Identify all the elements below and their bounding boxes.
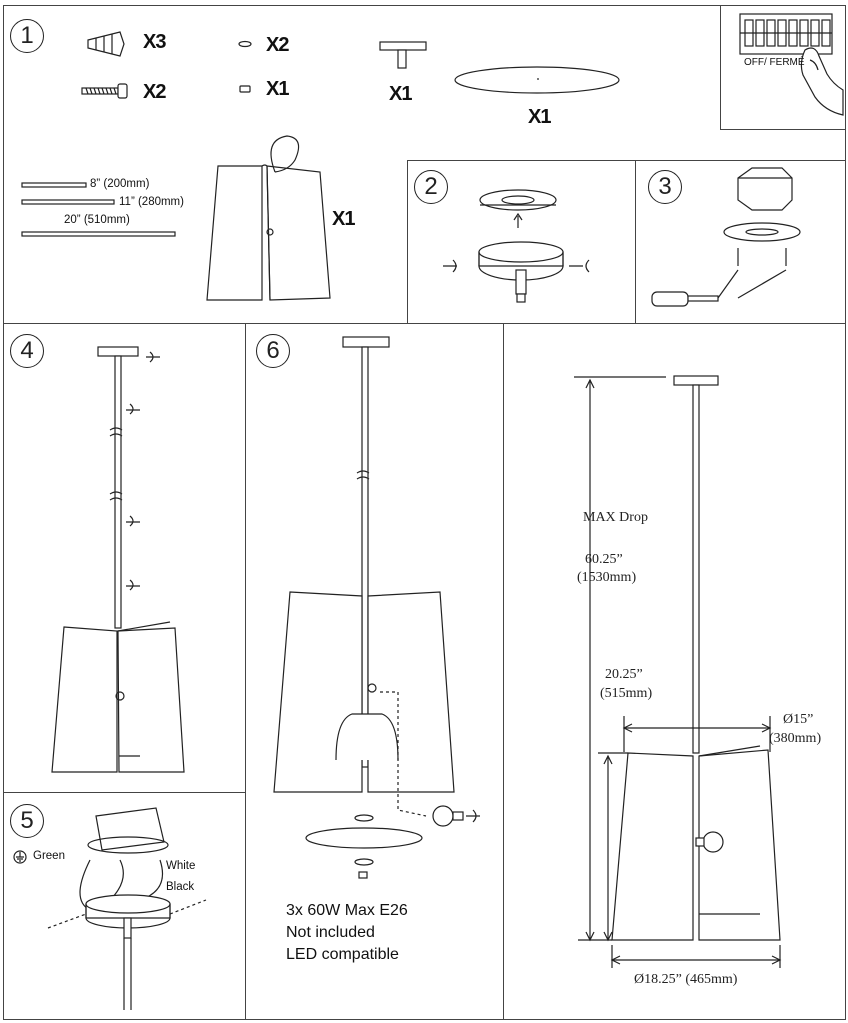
crossbar-quantity: X1 xyxy=(389,83,412,105)
rod-3-length: 20” (510mm) xyxy=(64,214,130,226)
washer-icon xyxy=(238,40,252,48)
step-3-number: 3 xyxy=(648,170,682,204)
diffuser-quantity: X1 xyxy=(528,106,551,128)
bulb-icon xyxy=(695,831,724,853)
shade-height-inches: 20.25” xyxy=(605,667,643,682)
step-1-number: 1 xyxy=(10,19,44,53)
step-2-number: 2 xyxy=(414,170,448,204)
dimension-lines xyxy=(574,376,782,968)
bulb-spec-line-2: Not included xyxy=(286,924,375,941)
step-6-number: 6 xyxy=(256,334,290,368)
shade-icon xyxy=(51,621,185,773)
step-5-number: 5 xyxy=(10,804,44,838)
bulb-spec-line-3: LED compatible xyxy=(286,946,399,963)
mounting-plate-icon xyxy=(479,189,557,228)
downrod-icon xyxy=(21,182,176,237)
diffuser-disc-icon xyxy=(305,814,423,879)
rod-1-length: 8” (200mm) xyxy=(90,178,150,190)
canopy-icon xyxy=(47,859,207,1010)
bulb-spec-line-1: 3x 60W Max E26 xyxy=(286,902,408,919)
max-drop-label: MAX Drop xyxy=(583,510,648,525)
junction-box-icon xyxy=(87,807,169,854)
rotate-arrow-icon xyxy=(443,259,590,273)
canopy-icon xyxy=(673,375,719,386)
ground-symbol-icon xyxy=(13,850,27,864)
crossbar-icon xyxy=(379,41,427,69)
top-diameter-mm: (380mm) xyxy=(769,731,822,746)
screw-icon xyxy=(81,83,128,99)
breaker-label: OFF/ FERMÉ xyxy=(744,57,805,68)
shade-icon xyxy=(611,745,781,941)
max-drop-mm: (1530mm) xyxy=(577,570,637,585)
downrod-icon xyxy=(692,384,700,754)
shade-icon xyxy=(206,135,331,301)
diffuser-disc-icon xyxy=(454,66,620,94)
downrod-icon xyxy=(109,355,123,629)
canopy-icon xyxy=(478,241,564,303)
canopy-icon xyxy=(97,346,139,357)
max-drop-inches: 60.25” xyxy=(585,552,623,567)
bulb-icon xyxy=(432,805,464,827)
shade-quantity: X1 xyxy=(332,208,355,230)
wire-black-label: Black xyxy=(166,881,195,893)
wire-nut-quantity: X3 xyxy=(143,31,166,53)
bottom-diameter: Ø18.25” (465mm) xyxy=(634,972,738,987)
breaker-panel-icon xyxy=(739,13,833,55)
step-4-number: 4 xyxy=(10,334,44,368)
rod-2-length: 11” (280mm) xyxy=(119,196,184,208)
shade-icon xyxy=(273,591,455,817)
wire-ground-label: Green xyxy=(33,850,65,862)
canopy-icon xyxy=(342,336,390,348)
top-diameter-inches: Ø15” xyxy=(783,712,814,727)
junction-box-icon xyxy=(737,167,793,211)
nut-quantity: X1 xyxy=(266,78,289,100)
downrod-icon xyxy=(356,346,370,768)
shade-height-mm: (515mm) xyxy=(600,686,653,701)
wire-white-label: White xyxy=(166,860,196,872)
wire-nut-icon xyxy=(87,31,125,57)
screw-quantity: X2 xyxy=(143,81,166,103)
rotate-arrow-icon xyxy=(126,351,160,591)
hand-icon xyxy=(800,47,844,116)
mounting-plate-icon xyxy=(723,222,801,266)
screwdriver-icon xyxy=(651,269,787,307)
nut-icon xyxy=(239,85,251,93)
rotate-arrow-icon xyxy=(466,809,480,823)
washer-quantity: X2 xyxy=(266,34,289,56)
